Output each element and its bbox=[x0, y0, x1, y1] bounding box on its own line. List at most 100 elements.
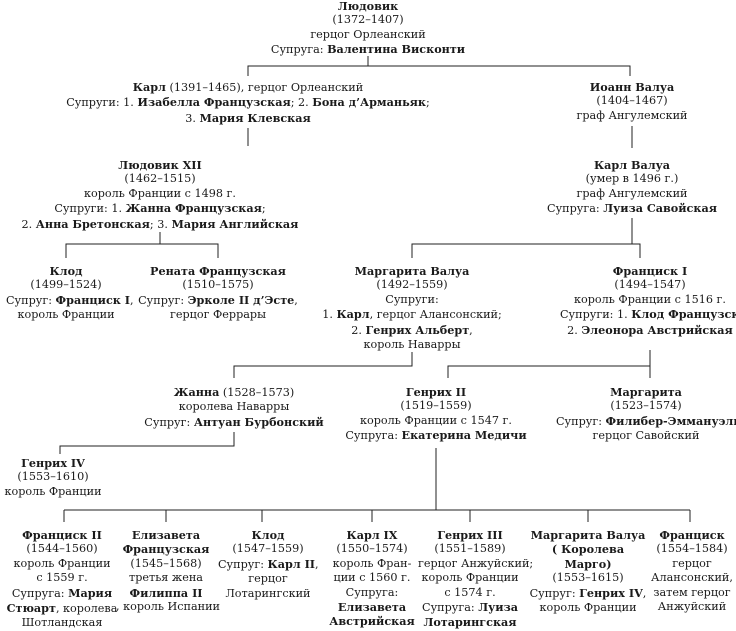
spouse-label: Супруги: 1. bbox=[66, 96, 138, 110]
spouse-name: Клод Французская bbox=[631, 307, 736, 322]
person-spouses: Супруги: 1. Изабелла Французская; 2. Бон… bbox=[58, 95, 438, 110]
person-dates: (1372–1407) bbox=[332, 13, 404, 27]
spouse-name: Луиза Савойская bbox=[603, 201, 717, 216]
person-title: королева Наварры bbox=[178, 400, 290, 414]
person-name: Людовик bbox=[337, 0, 399, 13]
person-henri-iv: Генрих IV (1553–1610) король Франции bbox=[0, 456, 106, 499]
person-header: Карл (1391–1465), герцог Орлеанский bbox=[58, 80, 438, 95]
separator: ; 3. bbox=[149, 217, 172, 231]
person-title: Алансонский, bbox=[651, 571, 733, 585]
spouse-label: Супруги: 1. bbox=[54, 202, 126, 216]
person-name: Марго) bbox=[564, 556, 612, 571]
person-spouse: Супруга: Екатерина Медичи bbox=[340, 428, 532, 443]
separator: 2. bbox=[567, 323, 582, 337]
person-spouse: Супруг: Генрих IV, bbox=[526, 586, 650, 601]
person-title: Анжуйский bbox=[657, 600, 727, 614]
spouse-label: Супруги: 1. bbox=[560, 308, 632, 322]
person-jeanne: Жанна (1528–1573) королева Наварры Супру… bbox=[138, 385, 330, 430]
person-name: Людовик XII bbox=[118, 158, 202, 172]
person-claude: Клод (1499–1524) Супруг: Франциск I, кор… bbox=[6, 264, 134, 323]
person-title: король Франции bbox=[4, 484, 102, 498]
person-spouses: 3. Мария Клевская bbox=[58, 111, 438, 126]
person-name: Франциск bbox=[659, 528, 725, 542]
person-louis-xii: Людовик XII (1462–1515) король Франции с… bbox=[10, 158, 310, 232]
person-spouse: Супруг: Франциск I, bbox=[6, 293, 134, 308]
separator: 2. bbox=[351, 323, 366, 337]
person-title: герцог bbox=[672, 556, 712, 570]
person-dates: (1528–1573) bbox=[219, 386, 295, 399]
person-spouse: Супруг: Антуан Бурбонский bbox=[138, 415, 330, 430]
link-francis-i bbox=[447, 350, 651, 378]
spouse-name: Луиза bbox=[478, 600, 518, 615]
spouse-label: Супруга: bbox=[422, 601, 479, 615]
person-header: Жанна (1528–1573) bbox=[138, 385, 330, 400]
person-spouse: Супруг: Эрколе II д’Эсте, bbox=[138, 293, 298, 308]
person-marguerite: Маргарита (1523–1574) Супруг: Филибер-Эм… bbox=[556, 385, 736, 444]
spouse-label: Супруга: bbox=[547, 202, 604, 216]
spouse-name: Эрколе II д’Эсте bbox=[187, 292, 295, 307]
spouse-name: Стюарт bbox=[6, 601, 56, 616]
person-dates: (1545–1568) bbox=[130, 556, 202, 570]
spouse-name: Антуан Бурбонский bbox=[193, 414, 324, 429]
person-spouse: 1. Карл, герцог Алансонский; bbox=[322, 307, 502, 322]
person-spouse: Стюарт, королева bbox=[2, 601, 122, 616]
person-dates: (1492–1559) bbox=[376, 278, 448, 292]
separator: ; 2. bbox=[290, 96, 313, 110]
spouse-title: король Франции bbox=[17, 308, 115, 322]
link-louis-xii bbox=[65, 232, 219, 258]
person-title: король Франции bbox=[13, 556, 111, 570]
separator: 3. bbox=[185, 111, 200, 125]
spouse-name: Жанна Французская bbox=[125, 201, 262, 216]
spouse-label: Супруги: bbox=[385, 292, 439, 306]
spouse-label: Супруга: bbox=[11, 586, 69, 600]
spouse-name: Елизавета bbox=[337, 600, 407, 615]
spouse-name: Валентина Висконти bbox=[327, 42, 466, 57]
link-henri-ii bbox=[63, 448, 691, 522]
spouse-name: Екатерина Медичи bbox=[401, 428, 527, 443]
person-name: Французская bbox=[122, 542, 210, 557]
person-title: король Франции с 1516 г. bbox=[574, 292, 726, 306]
person-title: король Франции с 1498 г. bbox=[84, 186, 236, 200]
person-dates: (1499–1524) bbox=[30, 278, 102, 292]
person-spouse: 2. Генрих Альберт, bbox=[322, 323, 502, 338]
spouse-title: , королева bbox=[55, 602, 118, 616]
person-title: граф Ангулемский bbox=[576, 108, 688, 122]
person-name: Карл Валуа bbox=[593, 158, 671, 172]
spouse-name: Карл bbox=[336, 307, 370, 322]
spouse-label: Супруг: bbox=[144, 415, 194, 429]
spouse-name: Австрийская bbox=[329, 614, 415, 629]
separator: ; bbox=[261, 202, 266, 216]
person-dates: (1547–1559) bbox=[232, 542, 304, 556]
person-francis-ii: Франциск II (1544–1560) король Франции с… bbox=[2, 528, 122, 631]
spouse-title: герцог Савойский bbox=[592, 429, 700, 443]
person-jean-valois: Иоанн Валуа (1404–1467) граф Ангулемский bbox=[562, 80, 702, 123]
person-name: Клод bbox=[251, 528, 285, 542]
person-name: Франциск II bbox=[22, 528, 102, 542]
separator: 1. bbox=[322, 308, 337, 322]
person-charles-ix: Карл IX (1550–1574) король Фран- ции с 1… bbox=[322, 528, 422, 629]
spouse-title: , король Испании bbox=[116, 600, 221, 614]
separator: , bbox=[315, 557, 319, 571]
spouse-title: герцог Феррары bbox=[170, 308, 266, 322]
person-margot: Маргарита Валуа ( Королева Марго) (1553–… bbox=[526, 528, 650, 615]
person-dates: (1519–1559) bbox=[400, 399, 472, 413]
spouse-title: король Франции bbox=[539, 601, 637, 615]
person-name: Клод bbox=[49, 264, 83, 278]
person-dates: (1550–1574) bbox=[336, 542, 408, 556]
person-renata: Рената Французская (1510–1575) Супруг: Э… bbox=[138, 264, 298, 323]
person-name: Карл bbox=[132, 80, 166, 94]
person-spouse: Супруга: Луиза bbox=[418, 600, 522, 615]
spouse-name: Мария bbox=[68, 585, 113, 600]
person-charles-orleans: Карл (1391–1465), герцог Орлеанский Супр… bbox=[58, 80, 438, 126]
person-francis-i: Франциск I (1494–1547) король Франции с … bbox=[560, 264, 736, 338]
spouse-name: Карл II bbox=[267, 556, 316, 571]
spouse-name: Изабелла Французская bbox=[137, 95, 291, 110]
person-dates: (1554–1584) bbox=[656, 542, 728, 556]
person-dates: (1544–1560) bbox=[26, 542, 98, 556]
person-name: Жанна bbox=[173, 385, 220, 399]
spouse-label: Супруг: bbox=[6, 293, 56, 307]
person-title: король Фран- bbox=[332, 556, 412, 570]
person-spouses: Супруги: 1. Жанна Французская; bbox=[10, 201, 310, 216]
